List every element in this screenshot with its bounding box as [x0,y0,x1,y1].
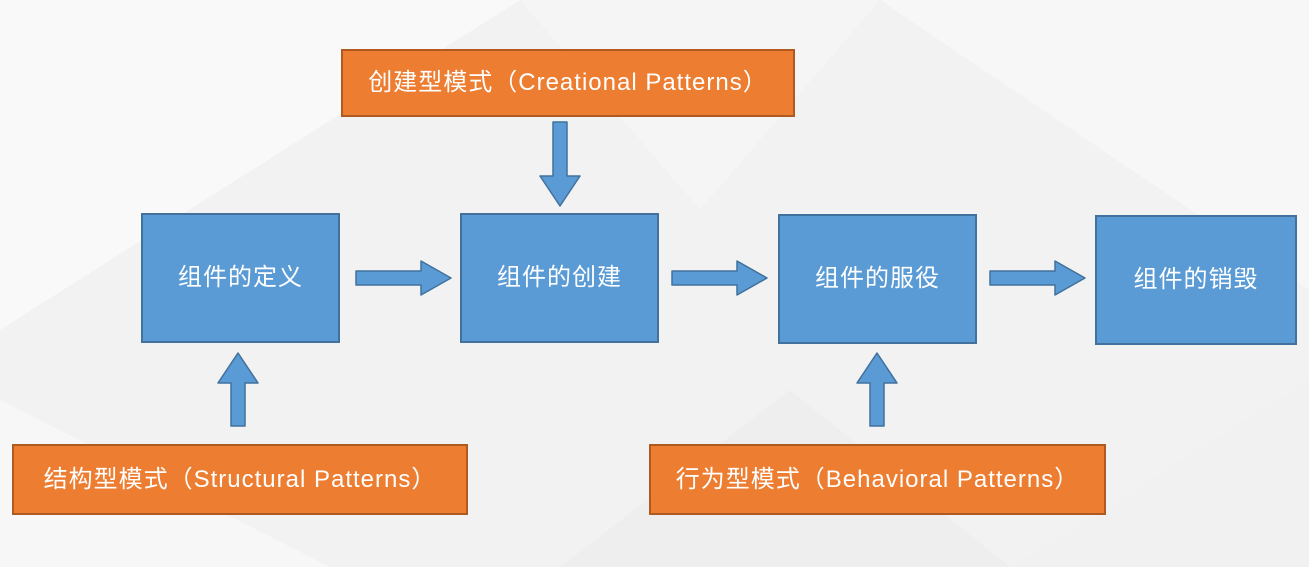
pattern-label-behavioral: 行为型模式（Behavioral Patterns） [675,465,1080,493]
stage-label-creation: 组件的创建 [497,264,622,291]
stage-box-definition: 组件的定义 [141,213,340,343]
stage-label-service: 组件的服役 [815,265,940,292]
stage-box-service: 组件的服役 [778,214,977,344]
arrow-behavioral-up-icon [856,352,898,427]
stage-label-destruction: 组件的销毁 [1133,266,1259,293]
pattern-box-structural: 结构型模式（Structural Patterns） [12,444,468,515]
arrow-definition-to-creation-icon [355,260,452,296]
pattern-box-behavioral: 行为型模式（Behavioral Patterns） [649,444,1106,515]
pattern-label-structural: 结构型模式（Structural Patterns） [43,465,437,493]
pattern-label-creational: 创建型模式（Creational Patterns） [368,69,768,96]
pattern-box-creational: 创建型模式（Creational Patterns） [341,49,795,117]
arrow-service-to-destruction-icon [989,260,1086,296]
stage-box-destruction: 组件的销毁 [1095,215,1297,345]
arrow-structural-up-icon [217,352,259,427]
stage-label-definition: 组件的定义 [178,264,303,291]
arrow-creational-down-icon [539,121,581,207]
stage-box-creation: 组件的创建 [460,213,659,343]
arrow-creation-to-service-icon [671,260,768,296]
